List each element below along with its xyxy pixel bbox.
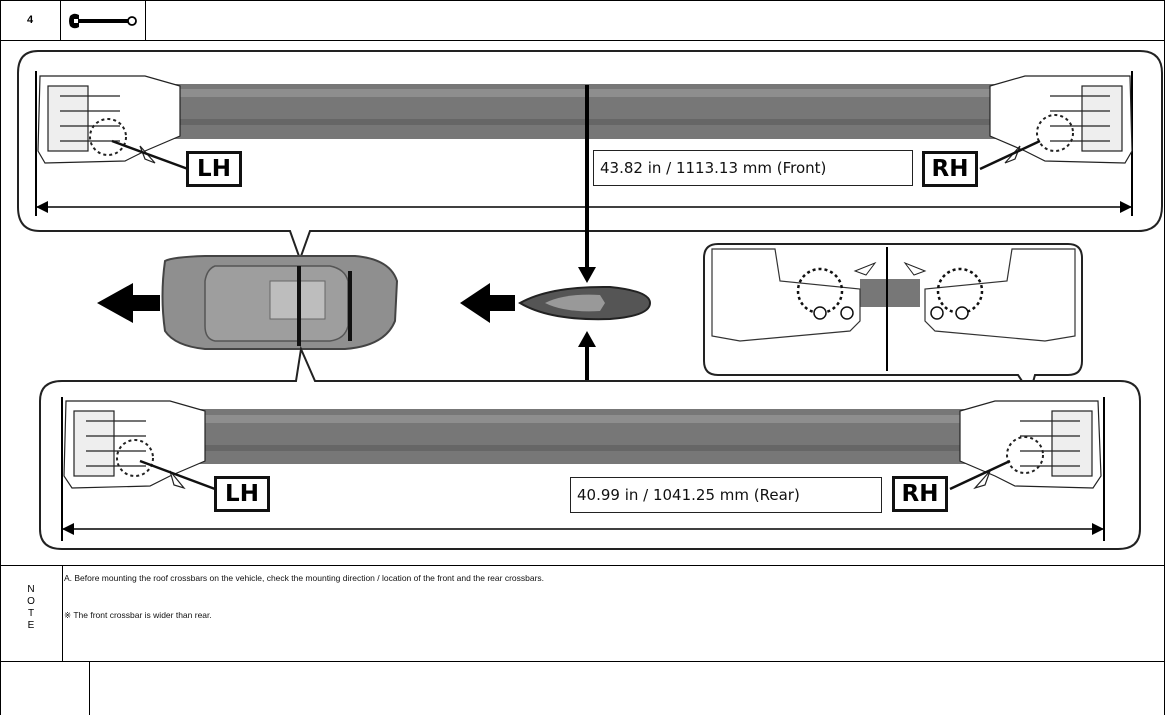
header-col-divider-2 [145, 0, 146, 41]
vehicle-top-view [161, 255, 399, 350]
footer-col-divider [89, 661, 90, 715]
note-letter: O [27, 596, 35, 607]
front-dimension-label: 43.82 in / 1113.13 mm (Front) [593, 150, 913, 186]
frame-left [0, 0, 1, 715]
step-number: 4 [26, 14, 34, 26]
rear-right-foot [959, 400, 1102, 490]
note-line-a: A. Before mounting the roof crossbars on… [64, 573, 545, 583]
front-right-foot [989, 75, 1133, 164]
note-letter: N [27, 584, 35, 595]
frame-top [0, 0, 1165, 1]
front-crossbar-panel [17, 50, 1163, 262]
note-label: N O T E [0, 584, 62, 632]
crossbar-profile-icon [518, 285, 652, 321]
rear-left-foot [63, 400, 206, 490]
note-line-b: ※ The front crossbar is wider than rear. [64, 610, 212, 620]
rear-dimension-label: 40.99 in / 1041.25 mm (Rear) [570, 477, 882, 513]
rear-lh-label: LH [214, 476, 270, 512]
rear-rh-label: RH [892, 476, 948, 512]
detail-inset [703, 243, 1083, 396]
header-divider [0, 40, 1165, 41]
note-letter: T [27, 608, 35, 619]
header-col-divider-1 [60, 0, 61, 41]
front-lh-label: LH [186, 151, 242, 187]
note-letter: E [27, 620, 35, 631]
note-divider [0, 661, 1165, 662]
diagram-divider [0, 565, 1165, 566]
front-rh-label: RH [922, 151, 978, 187]
wrench-icon [69, 13, 137, 29]
note-col-divider [62, 565, 63, 662]
